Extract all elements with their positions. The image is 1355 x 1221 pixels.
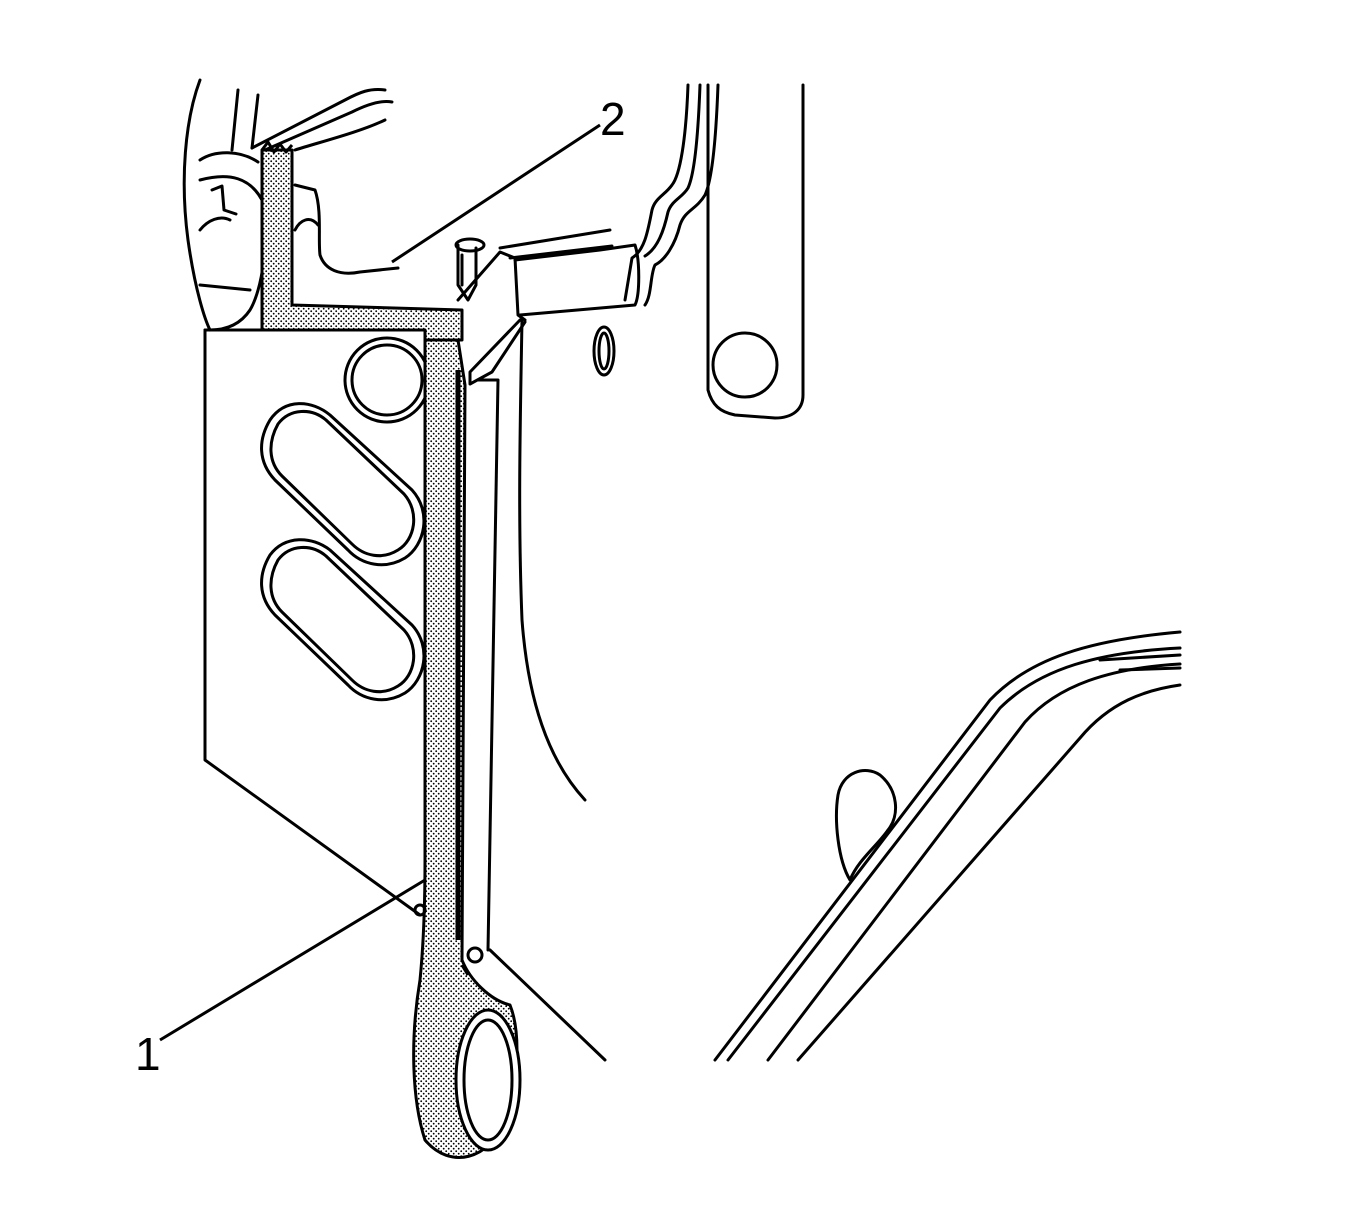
callout-1-leader (159, 878, 426, 1042)
highlighted-strap (260, 140, 519, 1159)
callout-1-label: 1 (135, 1028, 161, 1080)
mounting-panel (203, 328, 607, 1062)
tool-handle-back (476, 378, 500, 952)
round-hole (343, 336, 431, 424)
upper-right-bracket (456, 83, 720, 386)
slot-hole-lower (260, 538, 426, 702)
callout-2-label: 2 (600, 93, 626, 145)
bolt (454, 237, 486, 302)
upper-left-housing (182, 78, 400, 332)
slot-hole-upper (260, 402, 426, 567)
wiring-harness (713, 630, 1182, 1062)
callout-2-leader (391, 123, 601, 264)
ratchet-head (413, 370, 522, 1152)
panel-edge-curve (518, 318, 587, 802)
right-arm (706, 83, 805, 420)
